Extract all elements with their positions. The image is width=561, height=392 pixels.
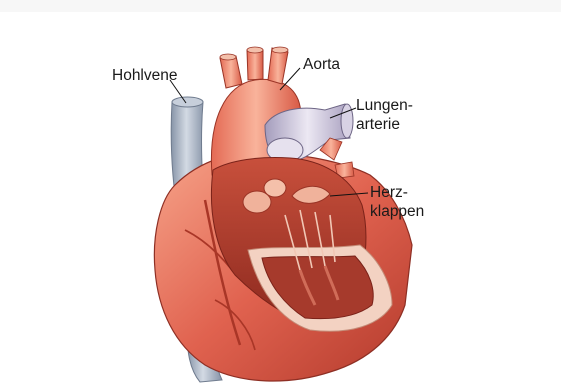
label-herzklappen-line2: klappen — [370, 202, 424, 221]
label-lungenarterie-line1: Lungen- — [356, 96, 413, 115]
label-hohlvene: Hohlvene — [112, 66, 178, 85]
label-herzklappen-line1: Herz- — [370, 183, 424, 202]
label-herzklappen: Herz- klappen — [370, 183, 424, 221]
label-lungenarterie-line2: arterie — [356, 115, 413, 134]
label-aorta: Aorta — [303, 55, 340, 74]
label-lungenarterie: Lungen- arterie — [356, 96, 413, 134]
